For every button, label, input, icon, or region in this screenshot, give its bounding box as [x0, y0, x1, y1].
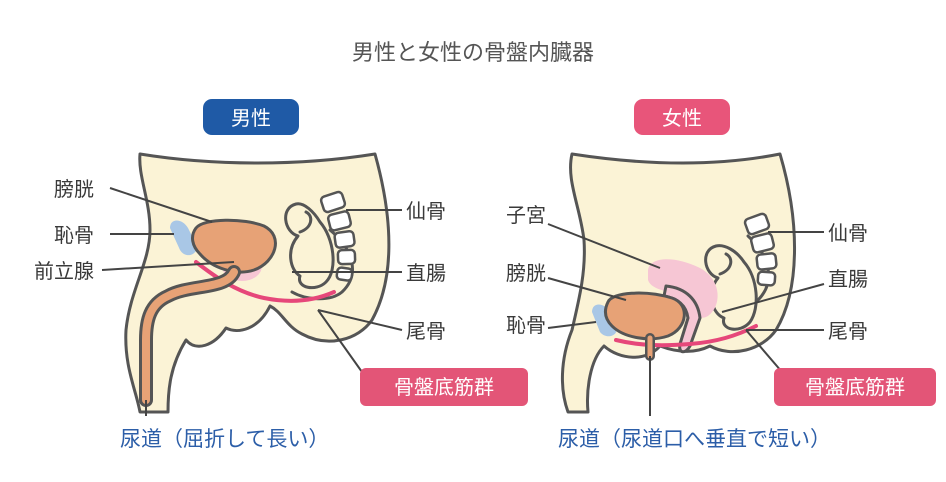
- male-label-pubis: 恥骨: [54, 223, 94, 247]
- female-badge-label: 女性: [662, 106, 702, 130]
- female-label-rectum: 直腸: [828, 267, 868, 291]
- female-badge: [634, 99, 730, 135]
- female-uterus: [648, 259, 718, 318]
- female-sacrum: [743, 212, 778, 287]
- male-badge: [203, 99, 299, 135]
- female-label-sacrum: 仙骨: [828, 221, 868, 245]
- female-pubic-bone: [592, 304, 617, 337]
- female-rectum: [704, 244, 758, 331]
- male-label-bladder: 膀胱: [54, 177, 94, 201]
- male-rectum: [284, 202, 335, 290]
- male-badge-label: 男性: [231, 106, 271, 130]
- female-pelvic-floor: [614, 324, 758, 348]
- male-label-urethra: 尿道（屈折して長い）: [120, 427, 329, 451]
- male-floor-badge: [360, 368, 528, 406]
- male-body-outline: [124, 152, 391, 414]
- male-label-prostate: 前立腺: [34, 259, 94, 283]
- female-diagram: 女性: [506, 99, 936, 451]
- male-sacrum: [319, 190, 357, 282]
- male-bladder: [191, 218, 277, 274]
- male-label-coccyx: 尾骨: [406, 319, 446, 343]
- male-label-rectum: 直腸: [406, 261, 446, 285]
- female-label-pubis: 恥骨: [506, 313, 546, 337]
- male-floor-badge-label: 骨盤底筋群: [394, 375, 494, 399]
- male-pelvic-floor: [194, 260, 336, 303]
- male-label-sacrum: 仙骨: [406, 199, 446, 223]
- female-label-coccyx: 尾骨: [828, 319, 868, 343]
- male-pubic-bone: [170, 220, 197, 256]
- page-title: 男性と女性の骨盤内臓器: [352, 41, 594, 66]
- male-diagram: 男性: [34, 99, 528, 451]
- female-bladder: [603, 291, 686, 341]
- female-label-bladder: 膀胱: [506, 261, 546, 285]
- female-floor-badge-label: 骨盤底筋群: [805, 375, 905, 399]
- female-floor-badge: [774, 368, 936, 406]
- female-label-urethra: 尿道（尿道口へ垂直で短い）: [558, 427, 831, 451]
- female-label-uterus: 子宮: [506, 203, 546, 227]
